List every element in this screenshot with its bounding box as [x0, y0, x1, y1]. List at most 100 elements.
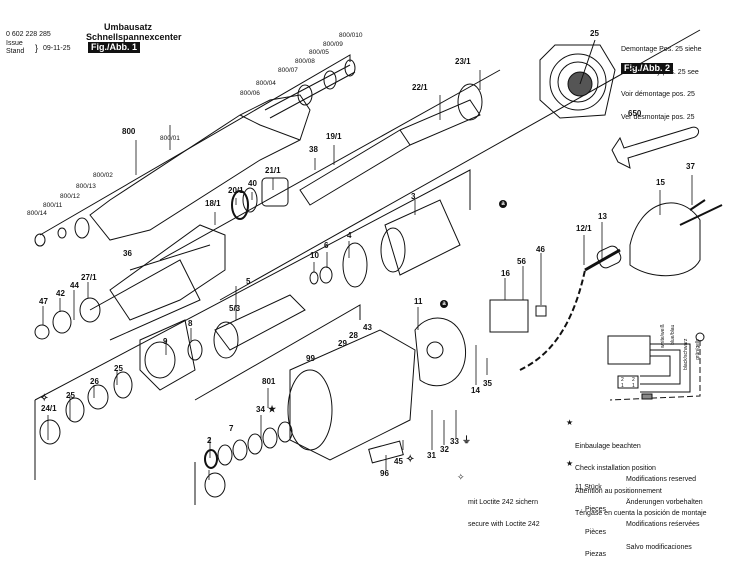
callout-11: 11 — [414, 297, 423, 306]
callout-800-01: 800/01 — [160, 135, 180, 142]
tube-22-1-drawing — [399, 99, 481, 146]
wire-label-blue: blue/blau — [670, 324, 676, 345]
needle-bearing-drawing — [261, 177, 289, 207]
callout-5-3: 5/3 — [229, 304, 241, 313]
stator-drawing — [289, 329, 416, 461]
callout-32: 32 — [440, 445, 449, 454]
callout-650: 650 — [628, 109, 642, 118]
connection-a-marker: a — [440, 300, 448, 308]
callout-56: 56 — [517, 257, 526, 266]
callout-23-1: 23/1 — [455, 57, 471, 66]
connection-a-marker: a — [499, 200, 507, 208]
callout-16: 16 — [501, 269, 510, 278]
callout-800-09: 800/09 — [323, 41, 343, 48]
brush-holder-11-drawing — [414, 317, 466, 387]
callout-19-1: 19/1 — [326, 132, 342, 141]
callout-42: 42 — [56, 289, 65, 298]
kit-title-line1: Umbausatz — [104, 22, 153, 32]
loctite-note: ✧ mit Loctite 242 sichern secure with Lo… — [457, 472, 540, 536]
callout-27-1: 27/1 — [81, 273, 97, 282]
legend-line: secure with Loctite 242 — [468, 521, 540, 528]
spindle-drawing — [299, 129, 411, 206]
legend-line: mit Loctite 242 sichern — [468, 498, 539, 506]
kit-shaft-drawing — [264, 64, 351, 111]
callout-34: 34 — [256, 405, 265, 414]
callout-13: 13 — [598, 212, 607, 221]
loctite-marker-icon: ✧ — [40, 393, 49, 404]
connector-46-drawing — [535, 305, 547, 317]
callout-29: 29 — [338, 339, 347, 348]
figure-1-label: Fig./Abb. 1 — [88, 42, 140, 53]
callout-25-b: 25 — [66, 391, 75, 400]
callout-35: 35 — [483, 379, 492, 388]
callout-46: 46 — [536, 245, 545, 254]
field-3-drawing — [384, 199, 461, 276]
callout-21-1: 21/1 — [265, 166, 281, 175]
callout-44: 44 — [70, 281, 79, 290]
nut-47-drawing — [34, 324, 50, 340]
terminal-label: 2 — [621, 377, 624, 383]
loctite-marker-icon: ✧ — [406, 454, 415, 465]
callout-37: 37 — [686, 162, 695, 171]
grommet-13-drawing — [596, 245, 622, 269]
callout-800-05: 800/05 — [309, 49, 329, 56]
bearing-8-drawing — [187, 339, 203, 361]
callout-5: 5 — [246, 277, 251, 286]
legend-line: Piezas — [585, 551, 607, 558]
legend-line: Pièces — [585, 528, 607, 536]
loctite-marker-icon: ✧ — [457, 472, 465, 482]
wire-label-green-yellow: grün/gelb — [695, 339, 701, 360]
modifications-note: Modifications reserved Änderungen vorbeh… — [626, 461, 703, 559]
callout-33: 33 — [450, 437, 459, 446]
wrench-650-drawing — [611, 126, 699, 169]
terminal-label: 1 — [632, 383, 635, 389]
callout-800-13: 800/13 — [76, 183, 96, 190]
callout-7: 7 — [229, 424, 234, 433]
callout-99: 99 — [306, 354, 315, 363]
legend-line: Änderungen vorbehalten — [626, 498, 703, 506]
legend-line: Téngase en cuenta la posición de montaje — [575, 510, 707, 517]
switch-16-drawing — [489, 299, 529, 333]
ground-icon: ⏚ — [462, 435, 472, 445]
callout-36: 36 — [123, 249, 132, 258]
inset-housing-drawing — [539, 39, 616, 119]
wire-label-black: black/schwarz — [683, 338, 689, 370]
callout-800-08: 800/08 — [295, 58, 315, 65]
callout-24-1: 24/1 — [41, 404, 57, 413]
kit-800-housing-drawing — [89, 94, 311, 241]
frame-line — [194, 304, 361, 505]
callout-3: 3 — [411, 192, 416, 201]
callout-12-1: 12/1 — [576, 224, 592, 233]
legend-line: Modifications reśervées — [626, 521, 700, 528]
callout-40: 40 — [248, 179, 257, 188]
kit-title-line2: Schnellspannexcenter — [86, 32, 182, 42]
frame-line — [159, 69, 501, 261]
legend-line: Attention au positionnement — [575, 487, 662, 495]
housing-18-1-drawing — [109, 224, 226, 321]
issue-date: 09-11-25 — [43, 45, 71, 52]
part-number: 0 602 228 285 — [6, 31, 51, 38]
callout-28: 28 — [349, 331, 358, 340]
star-icon: ★ — [566, 459, 574, 468]
callout-96: 96 — [380, 469, 389, 478]
ground-cable-drawing — [519, 269, 586, 371]
callout-22-1: 22/1 — [412, 83, 428, 92]
terminal-label: 2 — [632, 377, 635, 383]
inset-note-line: Voir démontage pos. 25 — [621, 91, 695, 98]
callout-25-a: 25 — [114, 364, 123, 373]
callout-800-02: 800/02 — [93, 172, 113, 179]
issue-label: Issue — [6, 40, 23, 47]
callout-20-1: 20/1 — [228, 186, 244, 195]
ring-2-drawing — [204, 472, 226, 498]
bearing-23-1-drawing — [457, 83, 483, 121]
callout-18-1: 18/1 — [205, 199, 221, 208]
legend-line: Pieces — [585, 506, 607, 513]
wire-label-white: white/weiß — [660, 324, 666, 348]
legend-line: Check installation position — [575, 465, 656, 472]
callout-800-06: 800/06 — [240, 90, 260, 97]
brace: } — [35, 43, 39, 53]
callout-9: 9 — [163, 337, 168, 346]
callout-6: 6 — [324, 241, 329, 250]
callout-45: 45 — [394, 457, 403, 466]
terminal-label: 1 — [621, 383, 624, 389]
